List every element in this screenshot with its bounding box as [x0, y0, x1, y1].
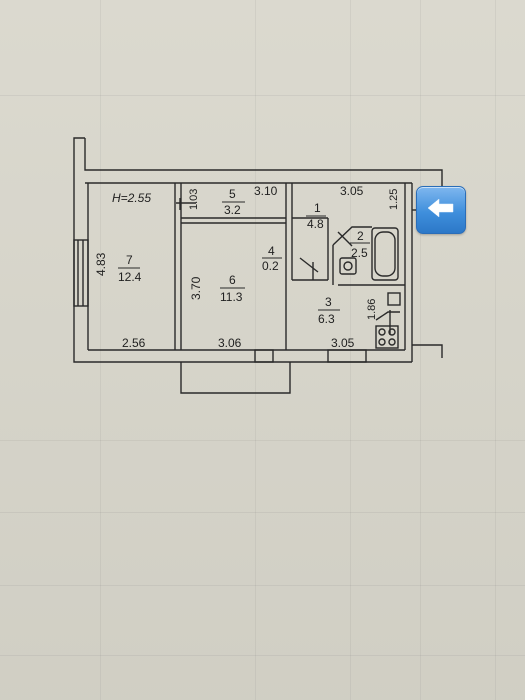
door-swing [337, 231, 353, 247]
grid-line [0, 512, 525, 513]
balcony-outline [180, 362, 291, 394]
bathtub [371, 227, 399, 281]
grid-line [0, 440, 525, 441]
room-area: 3.2 [224, 203, 241, 217]
grid-line [0, 655, 525, 656]
sink [343, 261, 353, 271]
bathroom-wall [332, 226, 372, 246]
dimension-label: 1.03 [188, 189, 200, 210]
stove [375, 325, 399, 349]
window-left [73, 239, 89, 307]
room-area: 12.4 [118, 270, 142, 284]
window-bottom [327, 349, 367, 363]
dimension-label: 1.86 [366, 299, 378, 320]
window-bottom [254, 349, 274, 363]
grid-line [495, 0, 496, 700]
dimension-label: 3.06 [218, 336, 242, 350]
arrow-left-icon [426, 197, 456, 224]
room-number: 1 [314, 201, 321, 215]
stove-burner [388, 338, 396, 346]
grid-line [0, 95, 525, 96]
stove-burner [388, 328, 396, 336]
room-number: 6 [229, 273, 236, 287]
dimension-label: 3.05 [340, 184, 364, 198]
dimension-label: 4.83 [94, 252, 108, 276]
dimension-label: 3.05 [331, 336, 355, 350]
dimension-label: 3.70 [189, 276, 203, 300]
dimension-label: 2.56 [122, 336, 146, 350]
room-number: 4 [268, 244, 275, 258]
room-number: 7 [126, 253, 133, 267]
bathtub [374, 231, 396, 277]
outer-wall [73, 137, 181, 363]
grid-line [0, 585, 525, 586]
ceiling-height-label: H=2.55 [112, 191, 151, 205]
outer-wall [412, 344, 443, 358]
room-number: 2 [357, 229, 364, 243]
kitchen-counter [375, 311, 400, 321]
room-area: 11.3 [220, 290, 243, 304]
room-number: 5 [229, 187, 236, 201]
stove-burner [378, 328, 386, 336]
dimension-label: 1.25 [388, 189, 400, 210]
stove-burner [378, 338, 386, 346]
sink [339, 257, 357, 275]
room-area: 0.2 [262, 259, 279, 273]
outer-wall [84, 138, 443, 190]
door-swing [299, 257, 319, 273]
room-area: 6.3 [318, 312, 335, 326]
back-button[interactable] [416, 186, 466, 234]
room-area: 4.8 [307, 217, 324, 231]
dimension-label: 3.10 [254, 184, 278, 198]
room-number: 3 [325, 295, 332, 309]
room-area: 2.5 [351, 246, 368, 260]
grid-line [420, 0, 421, 700]
kitchen-sink [387, 292, 401, 306]
